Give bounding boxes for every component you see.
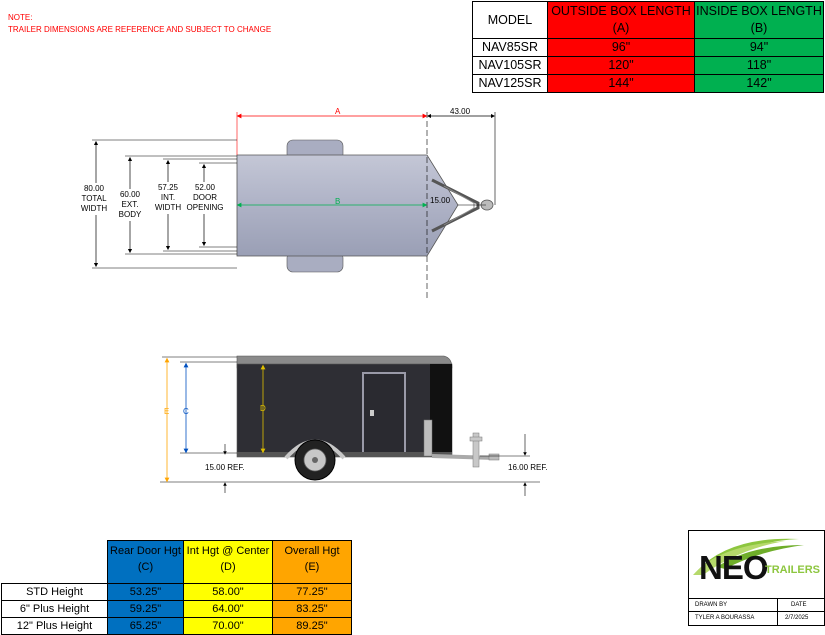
int-hgt-cell: 58.00" <box>183 583 273 601</box>
model-table-header: MODEL OUTSIDE BOX LENGTH (A) INSIDE BOX … <box>472 1 824 39</box>
top-view: A 43.00 B 15.00 80.00 TOTAL WIDTH 6 <box>78 107 496 300</box>
drawn-by-value: TYLER A BOURASSA <box>695 615 755 621</box>
label-c: C <box>183 407 189 416</box>
header-int-hgt-center: Int Hgt @ Center (D) <box>183 540 273 584</box>
table-row: STD Height 53.25" 58.00" 77.25" <box>1 583 352 601</box>
trailer-tongue <box>431 178 480 233</box>
label-a: A <box>335 107 341 116</box>
model-cell: NAV105SR <box>472 56 548 75</box>
outside-length-cell: 96" <box>547 38 695 57</box>
model-cell: NAV125SR <box>472 74 548 93</box>
height-table-header: Rear Door Hgt (C) Int Hgt @ Center (D) O… <box>1 540 352 584</box>
table-row: 6" Plus Height 59.25" 64.00" 83.25" <box>1 600 352 618</box>
model-length-table: MODEL OUTSIDE BOX LENGTH (A) INSIDE BOX … <box>472 1 824 93</box>
label-total-width: 80.00 TOTAL WIDTH <box>78 183 116 215</box>
overall-hgt-cell: 89.25" <box>272 617 352 635</box>
date-value: 2/7/2025 <box>785 615 809 621</box>
svg-text:DOOR: DOOR <box>193 193 217 202</box>
row-label: STD Height <box>1 583 108 601</box>
rear-door-hgt-cell: 59.25" <box>107 600 184 618</box>
svg-text:BODY: BODY <box>119 210 142 219</box>
header-outside-line2: (A) <box>612 21 630 35</box>
title-block: NEO TRAILERS DRAWN BY DATE TYLER A BOURA… <box>688 530 825 626</box>
header-rear-door-hgt: Rear Door Hgt (C) <box>107 540 184 584</box>
height-table: Rear Door Hgt (C) Int Hgt @ Center (D) O… <box>1 540 352 635</box>
overall-hgt-cell: 77.25" <box>272 583 352 601</box>
svg-text:52.00: 52.00 <box>195 183 216 192</box>
label-b: B <box>335 197 340 206</box>
inside-length-cell: 94" <box>694 38 824 57</box>
svg-text:WIDTH: WIDTH <box>155 203 181 212</box>
note-title: NOTE: <box>8 13 33 22</box>
svg-text:57.25: 57.25 <box>158 183 179 192</box>
header-overall-hgt: Overall Hgt (E) <box>272 540 352 584</box>
int-hgt-cell: 70.00" <box>183 617 273 635</box>
svg-text:EXT.: EXT. <box>122 200 139 209</box>
svg-text:WIDTH: WIDTH <box>81 204 107 213</box>
logo-swoosh-icon <box>693 538 804 575</box>
drawn-by-label: DRAWN BY <box>695 602 728 608</box>
trailer-body-top <box>236 154 459 257</box>
svg-text:INT.: INT. <box>161 193 175 202</box>
label-ext-body: 60.00 EXT. BODY <box>115 189 145 221</box>
side-view: E C D 15.00 REF. 16.00 REF. <box>160 355 548 496</box>
logo-neo-text: NEO <box>699 549 769 586</box>
dim-tongue: 43.00 <box>450 107 471 116</box>
side-door <box>362 372 406 456</box>
jack <box>472 432 480 468</box>
neo-trailers-logo: NEO TRAILERS <box>689 531 824 599</box>
ref-front: 16.00 REF. <box>508 463 548 472</box>
overall-hgt-cell: 83.25" <box>272 600 352 618</box>
logo-trailers-text: TRAILERS <box>765 564 820 576</box>
svg-text:80.00: 80.00 <box>84 184 105 193</box>
outside-length-cell: 120" <box>547 56 695 75</box>
label-int-width: 57.25 INT. WIDTH <box>152 182 184 214</box>
table-row: 12" Plus Height 65.25" 70.00" 89.25" <box>1 617 352 635</box>
rear-door-hgt-cell: 65.25" <box>107 617 184 635</box>
dim-coupler: 15.00 <box>430 196 451 205</box>
tongue-side <box>431 454 496 460</box>
header-inside-line1: INSIDE BOX LENGTH <box>696 4 822 18</box>
svg-text:TOTAL: TOTAL <box>81 194 107 203</box>
header-inside-line2: (B) <box>750 21 768 35</box>
header-inside-box-length: INSIDE BOX LENGTH (B) <box>694 1 824 39</box>
header-outside-line1: OUTSIDE BOX LENGTH <box>551 4 691 18</box>
date-label: DATE <box>791 602 807 608</box>
table-row: NAV125SR 144" 142" <box>472 74 824 93</box>
label-e: E <box>164 407 169 416</box>
label-d: D <box>260 404 266 413</box>
inside-length-cell: 118" <box>694 56 824 75</box>
table-row: NAV105SR 120" 118" <box>472 56 824 75</box>
row-label: 12" Plus Height <box>1 617 108 635</box>
svg-text:OPENING: OPENING <box>187 203 224 212</box>
int-hgt-cell: 64.00" <box>183 600 273 618</box>
outside-length-cell: 144" <box>547 74 695 93</box>
header-model: MODEL <box>472 1 548 39</box>
trailer-body-side <box>236 363 453 458</box>
note: NOTE: TRAILER DIMENSIONS ARE REFERENCE A… <box>8 12 271 36</box>
rear-door-hgt-cell: 53.25" <box>107 583 184 601</box>
label-door-opening: 52.00 DOOR OPENING <box>184 182 226 214</box>
row-label: 6" Plus Height <box>1 600 108 618</box>
ref-rear: 15.00 REF. <box>205 463 245 472</box>
header-outside-box-length: OUTSIDE BOX LENGTH (A) <box>547 1 695 39</box>
inside-length-cell: 142" <box>694 74 824 93</box>
svg-text:60.00: 60.00 <box>120 190 141 199</box>
note-text: TRAILER DIMENSIONS ARE REFERENCE AND SUB… <box>8 25 272 34</box>
